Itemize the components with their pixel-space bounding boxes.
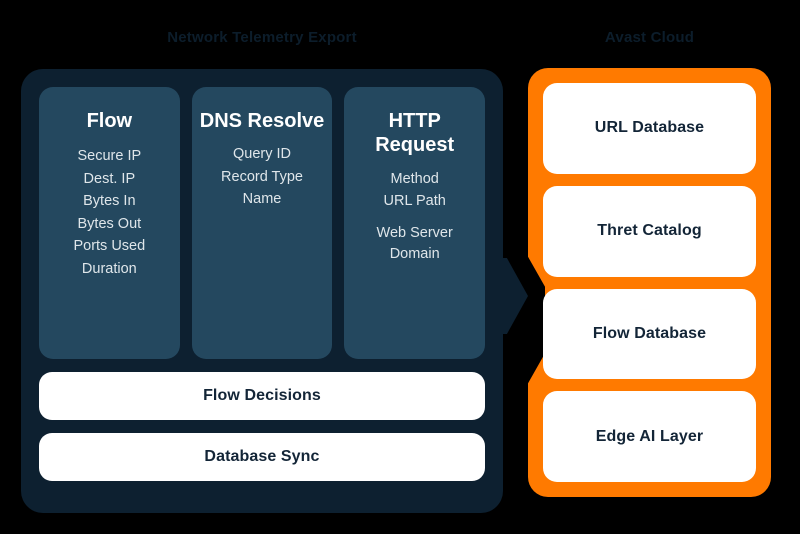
field-item: URL Path — [383, 193, 446, 210]
field-item: Method — [390, 170, 439, 187]
cloud-card-flow-database[interactable]: Flow Database — [543, 288, 756, 380]
cloud-card-label: Edge AI Layer — [595, 427, 704, 445]
cloud-card-label: URL Database — [594, 119, 705, 137]
card-fields-http-request: Method URL Path Web Server Domain — [369, 168, 461, 265]
cloud-card-label: Thret Catalog — [597, 222, 702, 240]
cloud-card-thret-catalog[interactable]: Thret Catalog — [543, 185, 756, 277]
telemetry-cards-row: Flow Secure IP Dest. IP Bytes In Bytes O… — [39, 87, 486, 359]
telemetry-card-dns-resolve[interactable]: DNS Resolve Query ID Record Type Name — [191, 87, 333, 359]
bar-label: Database Sync — [204, 448, 320, 465]
field-item: Secure IP — [77, 148, 142, 165]
bar-flow-decisions[interactable]: Flow Decisions — [39, 372, 485, 420]
field-item: Record Type — [221, 168, 303, 185]
cloud-card-label: Flow Database — [592, 324, 707, 342]
field-item: Ports Used — [73, 238, 146, 255]
left-section-title: Network Telemetry Export — [167, 29, 357, 46]
field-item: Bytes In — [83, 193, 136, 210]
arrow-right-icon — [494, 258, 528, 334]
card-fields-dns-resolve: Query ID Record Type Name — [221, 143, 303, 210]
right-section-title: Avast Cloud — [604, 29, 695, 46]
telemetry-card-flow[interactable]: Flow Secure IP Dest. IP Bytes In Bytes O… — [39, 87, 180, 359]
card-fields-flow: Secure IP Dest. IP Bytes In Bytes Out Po… — [73, 145, 145, 280]
field-item: Bytes Out — [77, 215, 142, 232]
card-title-flow: Flow — [86, 110, 133, 132]
network-telemetry-panel: Flow Secure IP Dest. IP Bytes In Bytes O… — [21, 69, 503, 513]
card-title-dns-resolve: DNS Resolve — [199, 110, 325, 132]
cloud-card-edge-ai-layer[interactable]: Edge AI Layer — [543, 391, 756, 482]
card-title-http-request: HTTP Request — [375, 110, 455, 157]
field-item: Duration — [81, 260, 137, 277]
cloud-card-url-database[interactable]: URL Database — [543, 83, 756, 174]
bar-label: Flow Decisions — [203, 387, 321, 404]
field-item: Dest. IP — [83, 170, 136, 187]
field-item: Query ID — [233, 146, 292, 163]
cloud-cards-list: URL Database Thret Catalog Flow Database… — [543, 83, 756, 482]
field-item: Name — [242, 191, 282, 208]
field-item: Web Server Domain — [376, 224, 453, 262]
bar-database-sync[interactable]: Database Sync — [39, 433, 485, 481]
telemetry-card-http-request[interactable]: HTTP Request Method URL Path Web Server … — [344, 87, 486, 359]
